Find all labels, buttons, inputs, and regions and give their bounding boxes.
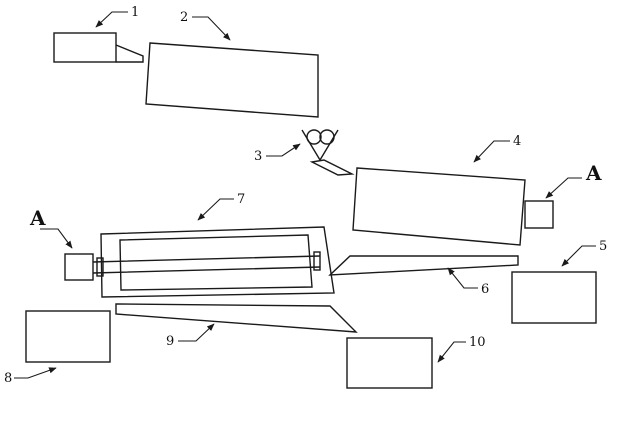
leader-5 [561, 245, 596, 267]
leader-3 [266, 143, 301, 157]
feeder-chute [115, 44, 144, 63]
leader-10 [437, 341, 466, 363]
leader-2 [192, 16, 231, 41]
leader-7 [197, 198, 234, 221]
callout-9: 9 [166, 334, 174, 349]
drum-body [352, 167, 526, 246]
callout-10: 10 [469, 335, 486, 350]
leader-A-right [545, 177, 582, 199]
leader-6 [447, 267, 478, 289]
part-7-screen-unit [64, 226, 335, 298]
callout-1: 1 [131, 5, 139, 20]
leader-8 [14, 367, 57, 379]
shaft-coupling-right [313, 251, 321, 271]
part-9-conveyor [115, 303, 358, 333]
part-4-rotary-drum [352, 167, 554, 246]
screen-inner-frame [119, 234, 313, 291]
hopper-spout [309, 159, 355, 176]
callout-8: 8 [4, 371, 12, 386]
part-6-conveyor [328, 255, 519, 276]
screen-shaft [92, 255, 321, 274]
feeder-box [53, 32, 117, 63]
part-3-roller-hopper [301, 129, 355, 176]
leader-A-left [40, 228, 73, 249]
callout-6: 6 [481, 282, 489, 297]
roller-right [319, 129, 335, 145]
callout-2: 2 [180, 10, 188, 25]
section-marker-A-right: A [585, 161, 602, 185]
leader-4 [473, 140, 510, 163]
leader-1 [95, 11, 128, 28]
part-10-bin [346, 337, 433, 389]
callout-3: 3 [254, 149, 262, 164]
part-8-bin [25, 310, 111, 363]
shaft-coupling-left [96, 257, 104, 277]
screen-motor [64, 253, 94, 281]
section-marker-A-left: A [29, 206, 46, 230]
callout-5: 5 [599, 239, 607, 254]
callout-7: 7 [237, 192, 245, 207]
part-5-bin [511, 271, 597, 324]
callout-4: 4 [513, 134, 521, 149]
drum-drive-block [524, 200, 554, 229]
part-1-feeder [53, 32, 144, 63]
leader-9 [178, 323, 215, 342]
part-2-drum [145, 42, 319, 118]
